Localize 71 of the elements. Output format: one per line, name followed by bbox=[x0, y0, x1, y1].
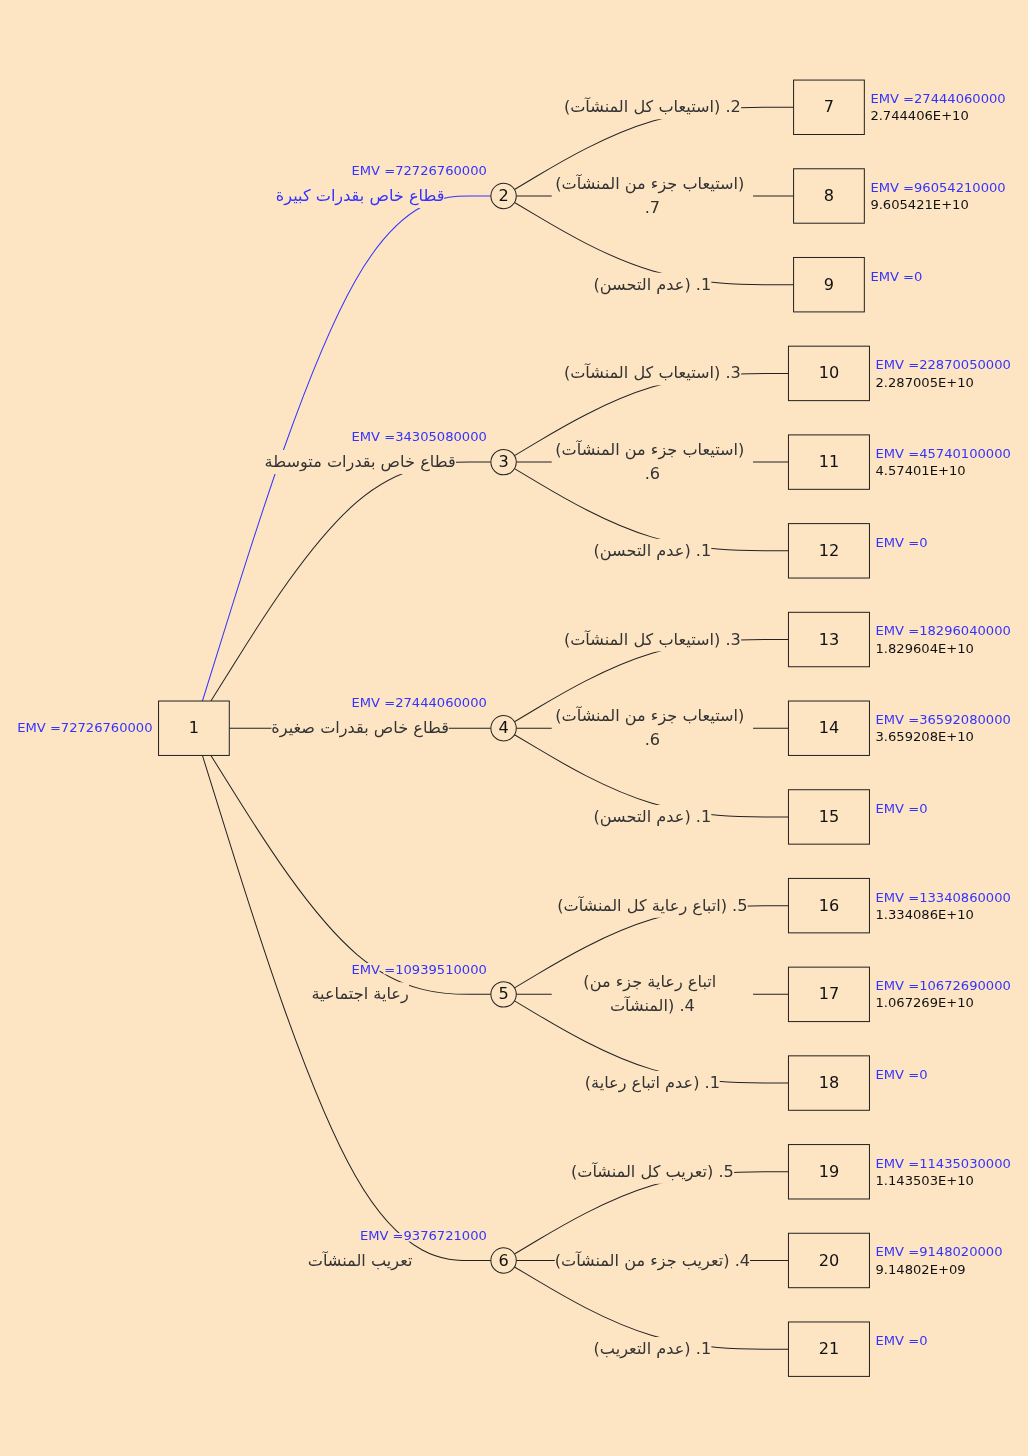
edge-label: (استيعاب كل المنشآت) .3 bbox=[563, 363, 741, 383]
edge-label: رعاية اجتماعية bbox=[311, 984, 409, 1004]
emv-label: EMV =10672690000 bbox=[875, 978, 1011, 994]
edge-label: (عدم اتباع رعاية) .1 bbox=[584, 1072, 721, 1092]
emv-label: EMV =9148020000 bbox=[875, 1244, 1003, 1260]
emv-label: EMV =36592080000 bbox=[875, 711, 1011, 727]
emv-label: EMV =18296040000 bbox=[875, 623, 1011, 639]
emv-label: EMV =96054210000 bbox=[870, 179, 1006, 195]
payoff-label: 9.605421E+10 bbox=[870, 196, 969, 212]
edge-label: (اتباع رعاية جزء من المنشآت) .4 bbox=[583, 971, 717, 1016]
node-box: 17 bbox=[787, 966, 870, 1022]
edge-label: (تعريب كل المنشآت) .5 bbox=[570, 1161, 734, 1181]
payoff-label: 9.14802E+09 bbox=[875, 1261, 966, 1277]
emv-label: EMV =0 bbox=[875, 1066, 928, 1082]
edge-label: (استيعاب جزء من المنشآت) .6 bbox=[555, 705, 745, 750]
node-box: 9 bbox=[793, 256, 865, 313]
edge-label: (استيعاب جزء من المنشآت) .7 bbox=[555, 173, 745, 217]
emv-label: EMV =0 bbox=[870, 268, 923, 284]
node-box: 20 bbox=[787, 1232, 870, 1288]
node-circle: 4 bbox=[490, 714, 517, 742]
edge-label: قطاع خاص بقدرات كبيرة bbox=[275, 185, 445, 205]
emv-label: EMV =45740100000 bbox=[875, 445, 1011, 461]
emv-label: EMV =0 bbox=[875, 534, 928, 550]
node-circle: 6 bbox=[490, 1247, 517, 1274]
node-box: 16 bbox=[787, 877, 870, 934]
emv-label: EMV =72726760000 bbox=[17, 720, 153, 736]
node-box: 18 bbox=[787, 1055, 870, 1111]
edge-label: (استيعاب جزء من المنشآت) .6 bbox=[555, 439, 745, 484]
payoff-label: 2.744406E+10 bbox=[870, 108, 969, 124]
node-box: 8 bbox=[793, 168, 865, 224]
payoff-label: 1.334086E+10 bbox=[875, 906, 974, 922]
node-circle: 2 bbox=[490, 182, 517, 209]
emv-label: EMV =72726760000 bbox=[351, 163, 487, 178]
emv-label: EMV =13340860000 bbox=[875, 889, 1011, 905]
emv-label: EMV =34305080000 bbox=[351, 429, 487, 445]
node-circle: 3 bbox=[490, 448, 517, 476]
payoff-label: 3.659208E+10 bbox=[875, 729, 974, 745]
emv-label: EMV =27444060000 bbox=[870, 91, 1006, 106]
payoff-label: 1.829604E+10 bbox=[875, 640, 974, 656]
payoff-label: 1.067269E+10 bbox=[875, 995, 974, 1011]
node-circle: 5 bbox=[490, 980, 517, 1008]
edge-label: (عدم التحسن) .1 bbox=[593, 274, 712, 294]
node-box: 15 bbox=[787, 789, 870, 845]
node-box: 13 bbox=[787, 611, 870, 667]
edge-label: (اتباع رعاية كل المنشآت) .5 bbox=[557, 895, 748, 915]
payoff-label: 4.57401E+10 bbox=[875, 463, 966, 478]
edge-label: (عدم التحسن) .1 bbox=[593, 540, 712, 560]
edge-label: (استيعاب كل المنشآت) .2 bbox=[563, 96, 741, 117]
emv-label: EMV =0 bbox=[875, 1332, 928, 1348]
node-box: 12 bbox=[787, 522, 870, 579]
edge-label: (استيعاب كل المنشآت) .3 bbox=[563, 629, 741, 649]
edge-label: (عدم التحسن) .1 bbox=[593, 806, 712, 826]
emv-label: EMV =11435030000 bbox=[875, 1155, 1011, 1171]
node-box: 14 bbox=[787, 700, 870, 756]
emv-label: EMV =10939510000 bbox=[351, 961, 487, 977]
emv-label: EMV =0 bbox=[875, 800, 928, 816]
node-box: 1 bbox=[158, 700, 230, 756]
emv-label: EMV =22870050000 bbox=[875, 357, 1011, 373]
node-box: 19 bbox=[787, 1143, 870, 1200]
node-box: 10 bbox=[787, 345, 870, 401]
edge-label: (تعريب جزء من المنشآت) .4 bbox=[554, 1250, 751, 1270]
emv-label: EMV =27444060000 bbox=[351, 695, 487, 711]
edge-label: قطاع خاص بقدرات متوسطة bbox=[264, 451, 456, 471]
edge-label: قطاع خاص بقدرات صغيرة bbox=[271, 717, 449, 738]
node-box: 7 bbox=[793, 79, 865, 135]
node-box: 21 bbox=[787, 1321, 870, 1377]
edge-label: تعريب المنشآت bbox=[307, 1250, 413, 1270]
node-box: 11 bbox=[787, 434, 870, 490]
edge-label: (عدم التعريب) .1 bbox=[593, 1338, 712, 1359]
payoff-label: 2.287005E+10 bbox=[875, 374, 974, 390]
payoff-label: 1.143503E+10 bbox=[875, 1172, 974, 1188]
